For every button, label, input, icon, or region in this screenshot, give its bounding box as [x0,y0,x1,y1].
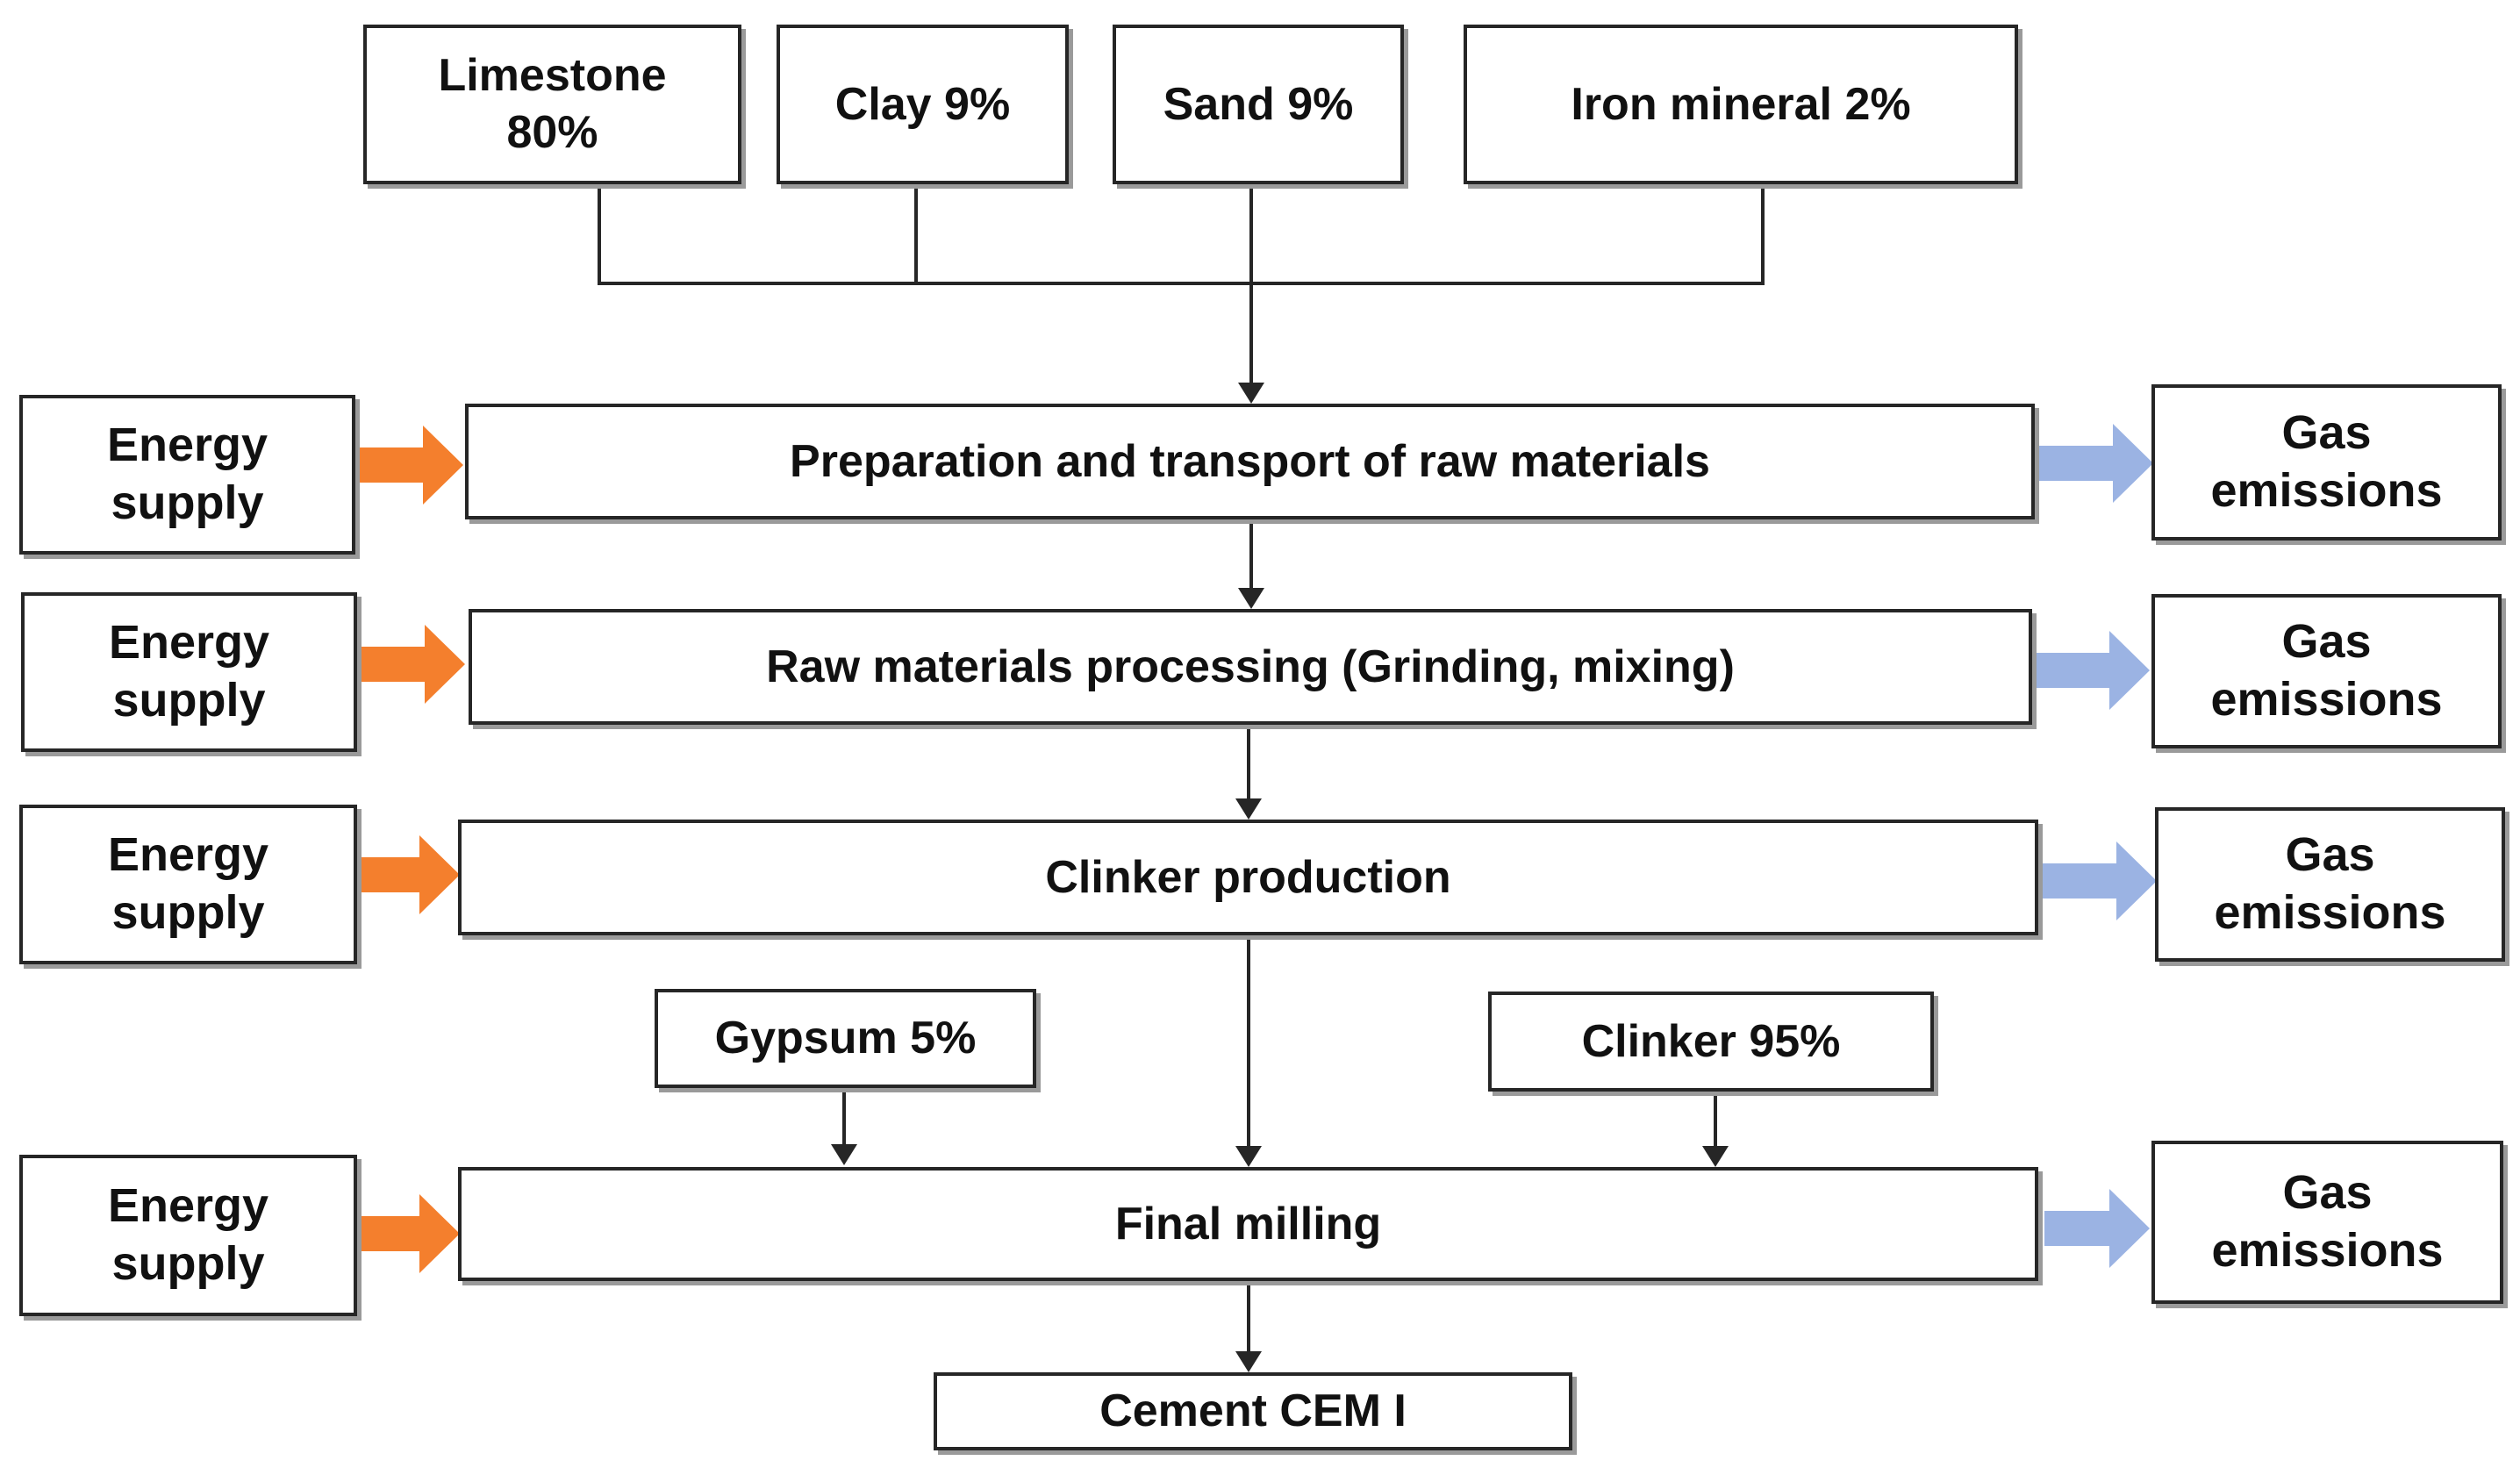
process-preparation: Preparation and transport of raw materia… [465,404,2035,519]
energy-arrow-clinker [326,835,460,914]
gas-label-line1: Gas [2281,406,2372,460]
gas-label-line1: Gas [2285,828,2375,882]
additive-gypsum: Gypsum 5% [655,989,1036,1088]
energy-arrow-processing [332,625,465,704]
preparation-label: Preparation and transport of raw materia… [790,435,1710,487]
arrowhead-product [1235,1351,1262,1372]
sand-label: Sand 9% [1163,78,1354,130]
gas-label-line2: emissions [2214,886,2446,939]
clinker95-label: Clinker 95% [1581,1015,1841,1067]
additive-clinker: Clinker 95% [1488,992,1934,1092]
final-milling-label: Final milling [1114,1198,1382,1249]
gas-label-line2: emissions [2210,464,2443,517]
raw-material-limestone: Limestone 80% [363,25,741,184]
energy-label-line1: Energy [107,1179,269,1233]
energy-label-line2: supply [111,1237,265,1290]
arrowhead-clinker [1235,798,1262,820]
gas-arrow-preparation [2037,424,2153,503]
gas-arrow-clinker [2041,841,2157,920]
product-label: Cement CEM I [1099,1385,1407,1436]
energy-arrow-preparation [330,426,463,505]
arrowhead-processing [1238,588,1264,609]
energy-label-line2: supply [111,886,265,939]
energy-label-line1: Energy [106,419,268,472]
process-final-milling: Final milling [458,1167,2038,1281]
gas-arrow-milling [2044,1189,2150,1268]
gas-label-line2: emissions [2211,1224,2444,1277]
gas-label-line1: Gas [2282,1166,2373,1220]
arrowhead-clinker95 [1702,1146,1729,1167]
energy-label-line2: supply [111,476,264,529]
limestone-label-line1: Limestone [438,50,667,101]
clay-label: Clay 9% [834,78,1011,130]
gas-label-line1: Gas [2281,615,2372,669]
gypsum-label: Gypsum 5% [714,1013,977,1063]
energy-label-line1: Energy [107,828,269,882]
process-raw-processing: Raw materials processing (Grinding, mixi… [469,609,2032,725]
energy-label-line2: supply [112,674,266,727]
process-clinker-production: Clinker production [458,820,2038,935]
limestone-label-line2: 80% [506,107,598,158]
gas-label-line2: emissions [2210,673,2443,726]
product-cement: Cement CEM I [934,1372,1572,1450]
raw-material-clay: Clay 9% [777,25,1069,184]
arrowhead-preparation [1238,383,1264,404]
raw-material-sand: Sand 9% [1113,25,1404,184]
processing-label: Raw materials processing (Grinding, mixi… [766,641,1735,692]
iron-label: Iron mineral 2% [1571,78,1911,130]
energy-arrow-milling [326,1194,460,1273]
arrowhead-gypsum [831,1144,857,1165]
raw-material-iron: Iron mineral 2% [1464,25,2018,184]
raw-material-collector [598,183,1765,285]
clinker-production-label: Clinker production [1045,851,1451,903]
arrowhead-milling [1235,1146,1262,1167]
energy-label-line1: Energy [108,616,270,669]
gas-arrow-processing [2034,631,2150,710]
